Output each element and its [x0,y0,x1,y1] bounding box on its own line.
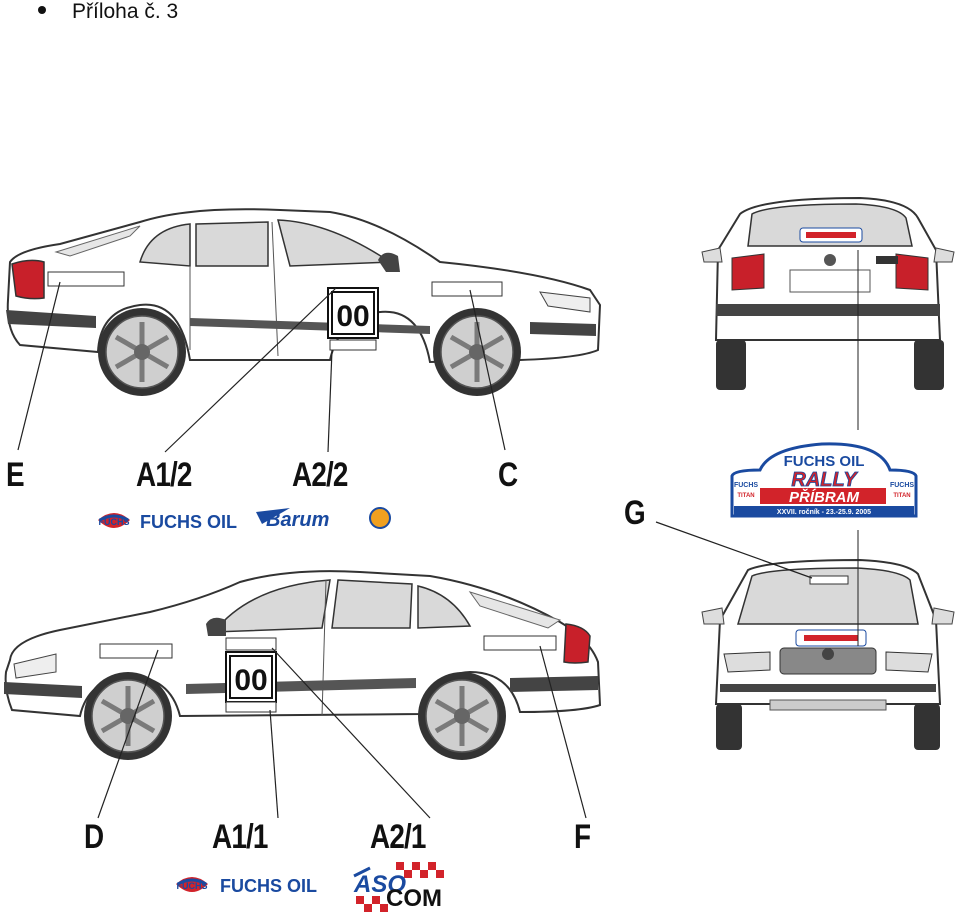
label-d: D [84,818,104,856]
fuchs-logo-top-mark: FUCHS [99,517,130,527]
rally-plate-left-sub: TITAN [737,493,754,499]
leader-lines-top [17,281,506,453]
rally-plate-top: FUCHS OIL [784,453,865,470]
rally-plate-city: PŘÍBRAM [789,488,860,506]
label-e: E [6,456,25,494]
label-a1-2: A1/2 [136,456,192,494]
car-side-right [6,208,602,396]
rally-plate [730,442,918,518]
rally-plate-left-logo: FUCHS [734,482,758,489]
label-g: G [624,494,646,532]
leader-line-g [655,521,813,579]
bullet-icon [38,6,46,15]
label-f: F [574,818,591,856]
car-rear-view [701,196,955,390]
start-number-top: 00 [336,300,369,333]
car-front-view [701,558,955,750]
label-c: C [498,456,518,494]
fuchs-logo-bottom-text: FUCHS OIL [220,876,317,896]
start-number-bottom: 00 [234,664,267,697]
car-side-left [4,570,602,760]
rally-plate-footer: XXVII. ročník - 23.-25.9. 2005 [777,509,871,516]
rally-plate-right-logo: FUCHS [890,482,914,489]
label-a1-1: A1/1 [212,818,268,856]
barum-logo [256,507,391,529]
barum-logo-text: Barum [266,509,329,531]
fuchs-logo-top [98,513,130,528]
rally-plate-rally: RALLY [791,469,858,491]
fuchs-logo-bottom [176,877,208,892]
leader-lines-bottom [97,645,587,819]
fuchs-logo-top-text: FUCHS OIL [140,512,237,532]
attachment-heading: Příloha č. 3 [38,0,178,24]
asocom-logo-text-2: COM [386,885,442,912]
asocom-logo-text-1: ASO [353,871,406,898]
label-a2-1: A2/1 [370,818,426,856]
label-a2-2: A2/2 [292,456,348,494]
rally-plate-right-sub: TITAN [893,493,910,499]
fuchs-logo-bottom-mark: FUCHS [177,881,208,891]
asocom-logo [353,862,444,912]
